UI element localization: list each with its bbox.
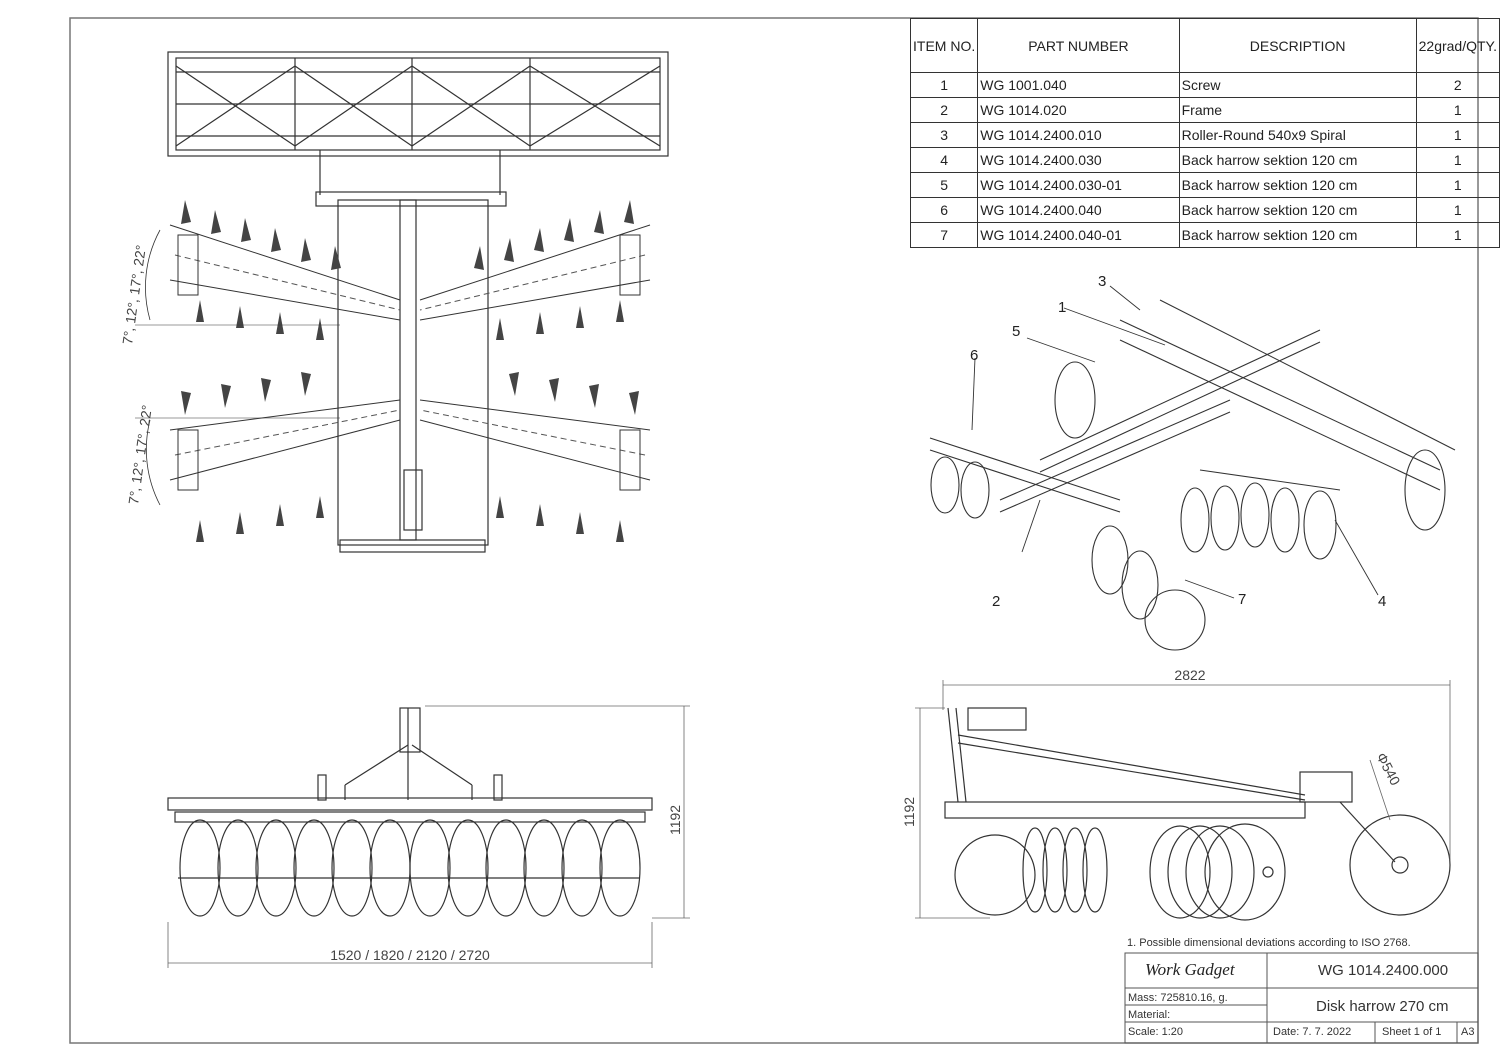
balloon-5: 5 xyxy=(1012,323,1020,340)
bom-part: WG 1001.040 xyxy=(977,72,1180,98)
side-view xyxy=(915,680,1451,921)
balloon-2: 2 xyxy=(992,593,1000,610)
bom-part: WG 1014.2400.030 xyxy=(977,147,1180,173)
drawing-border xyxy=(69,17,1479,1044)
front-height-dimension: 1192 xyxy=(667,805,683,835)
bom-header-desc: DESCRIPTION xyxy=(1178,18,1417,73)
bom-desc: Back harrow sektion 120 cm xyxy=(1178,197,1417,223)
bom-desc: Frame xyxy=(1178,97,1417,123)
table-row: 5 WG 1014.2400.030-01 Back harrow sektio… xyxy=(909,172,1500,198)
angle-label-upper: 7°, 12°, 17°, 22° xyxy=(119,244,149,346)
balloon-6: 6 xyxy=(970,347,978,364)
sheet-field: Sheet 1 of 1 xyxy=(1382,1026,1442,1038)
table-row: 7 WG 1014.2400.040-01 Back harrow sektio… xyxy=(909,222,1500,248)
bom-item: 7 xyxy=(909,222,979,248)
bom-qty: 1 xyxy=(1415,172,1500,198)
top-view xyxy=(135,51,669,553)
front-width-dimension: 1520 / 1820 / 2120 / 2720 xyxy=(330,947,490,963)
bom-desc: Roller-Round 540x9 Spiral xyxy=(1178,122,1417,148)
side-front-discs xyxy=(954,827,1108,916)
drawing-title: Disk harrow 270 cm xyxy=(1316,998,1449,1015)
balloon-1: 1 xyxy=(1058,299,1066,316)
material-field: Material: xyxy=(1128,1009,1171,1021)
front-discs xyxy=(179,819,641,917)
table-row: 3 WG 1014.2400.010 Roller-Round 540x9 Sp… xyxy=(909,122,1500,148)
bom-header-part: PART NUMBER xyxy=(977,18,1180,73)
bom-qty: 1 xyxy=(1415,147,1500,173)
side-height-dimension: 1192 xyxy=(901,797,917,827)
disc-gangs-top xyxy=(169,200,651,542)
balloon-7: 7 xyxy=(1238,591,1246,608)
bom-qty: 1 xyxy=(1415,222,1500,248)
bom-part: WG 1014.2400.040-01 xyxy=(977,222,1180,248)
frame-top xyxy=(315,150,507,553)
table-row: 4 WG 1014.2400.030 Back harrow sektion 1… xyxy=(909,147,1500,173)
tolerance-note: 1. Possible dimensional deviations accor… xyxy=(1127,937,1411,949)
bom-header-row: ITEM NO. PART NUMBER DESCRIPTION 22grad/… xyxy=(909,18,1500,73)
front-view xyxy=(167,705,690,968)
side-roller xyxy=(1349,814,1451,916)
bom-part: WG 1014.020 xyxy=(977,97,1180,123)
bom-item: 2 xyxy=(909,97,979,123)
balloon-3: 3 xyxy=(1098,273,1106,290)
date-field: Date: 7. 7. 2022 xyxy=(1273,1026,1352,1038)
side-rear-discs xyxy=(1149,823,1286,921)
title-block-frame xyxy=(1124,952,1479,1044)
bom-item: 5 xyxy=(909,172,979,198)
bom-qty: 1 xyxy=(1415,197,1500,223)
bom-item: 3 xyxy=(909,122,979,148)
angle-label-lower: 7°, 12°, 17°, 22° xyxy=(125,404,155,506)
table-row: 6 WG 1014.2400.040 Back harrow sektion 1… xyxy=(909,197,1500,223)
bom-part: WG 1014.2400.040 xyxy=(977,197,1180,223)
mass-field: Mass: 725810.16, g. xyxy=(1128,992,1228,1004)
bom-table: ITEM NO. PART NUMBER DESCRIPTION 22grad/… xyxy=(909,18,1500,248)
bom-part: WG 1014.2400.010 xyxy=(977,122,1180,148)
bom-header-item: ITEM NO. xyxy=(909,18,979,73)
balloon-4: 4 xyxy=(1378,593,1386,610)
bom-desc: Back harrow sektion 120 cm xyxy=(1178,222,1417,248)
bom-desc: Back harrow sektion 120 cm xyxy=(1178,172,1417,198)
company-name: Work Gadget xyxy=(1145,960,1235,979)
roller-top xyxy=(167,51,669,157)
bom-item: 6 xyxy=(909,197,979,223)
table-row: 2 WG 1014.020 Frame 1 xyxy=(909,97,1500,123)
angle-arc-lower xyxy=(145,419,161,506)
roller-diameter-dimension: Φ540 xyxy=(1373,750,1403,788)
isometric-view xyxy=(929,299,1456,651)
leader-lines xyxy=(971,285,1379,599)
angle-arc-upper xyxy=(145,229,161,321)
bom-qty: 1 xyxy=(1415,122,1500,148)
drawing-number: WG 1014.2400.000 xyxy=(1318,962,1449,979)
sheet-size: A3 xyxy=(1461,1026,1475,1038)
bom-qty: 1 xyxy=(1415,97,1500,123)
bom-qty: 2 xyxy=(1415,72,1500,98)
iso-discs xyxy=(930,361,1337,651)
bom-item: 1 xyxy=(909,72,979,98)
table-row: 1 WG 1001.040 Screw 2 xyxy=(909,72,1500,98)
bom-desc: Back harrow sektion 120 cm xyxy=(1178,147,1417,173)
scale-field: Scale: 1:20 xyxy=(1128,1026,1184,1038)
bom-desc: Screw xyxy=(1178,72,1417,98)
side-length-dimension: 2822 xyxy=(1174,667,1205,683)
bom-header-qty: 22grad/QTY. xyxy=(1415,18,1500,73)
bom-part: WG 1014.2400.030-01 xyxy=(977,172,1180,198)
bom-item: 4 xyxy=(909,147,979,173)
